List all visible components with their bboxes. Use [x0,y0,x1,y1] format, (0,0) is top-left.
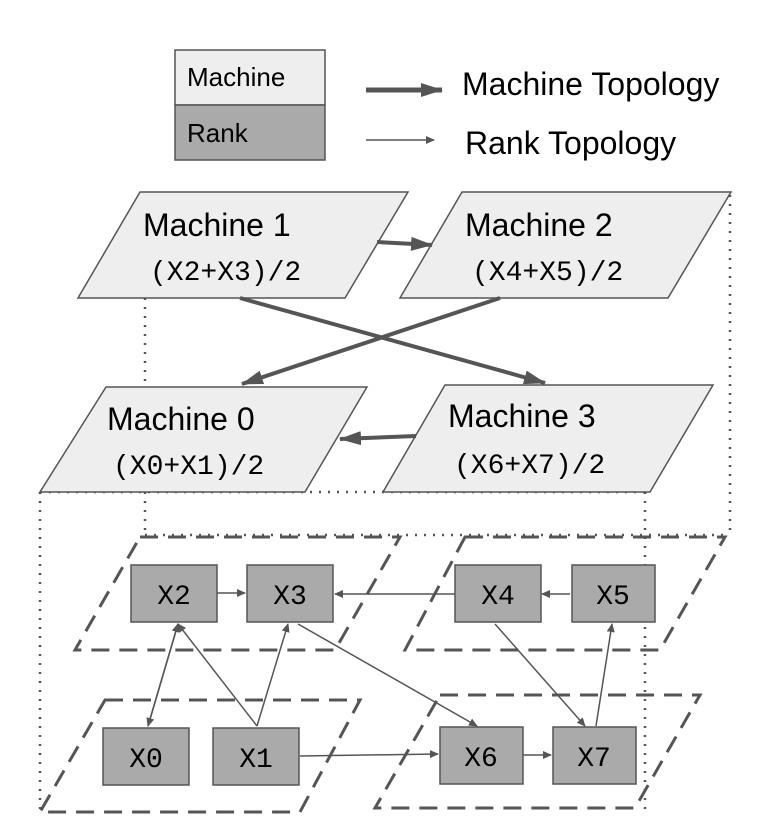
legend-machine-label: Machine [187,62,285,92]
machine-1-formula: (X2+X3)/2 [150,258,301,289]
rank-x1-label: X1 [239,745,273,776]
arrow-x3-to-x6 [297,623,478,727]
machine-2-shape [398,191,733,299]
machine-2: Machine 2 (X4+X5)/2 [398,191,733,299]
machine-1-title: Machine 1 [143,207,291,243]
arrow-machine-1-to-3 [239,296,546,385]
rank-x1: X1 [212,727,300,786]
rank-x7: X7 [552,726,637,785]
legend-rank-label: Rank [187,118,249,148]
machine-3-title: Machine 3 [448,398,596,434]
machine-0: Machine 0 (X0+X1)/2 [38,386,369,493]
rank-topology-arrows [146,589,615,759]
machine-0-shape [38,386,369,493]
rank-x3-label: X3 [273,582,307,613]
arrow-x0-to-x2 [147,623,180,727]
rank-x2: X2 [130,564,218,623]
rank-x5: X5 [571,564,656,623]
machine-3-formula: (X6+X7)/2 [454,451,605,482]
arrow-x1-to-x2 [177,623,258,727]
plane-machine-3 [372,693,703,810]
rank-x2-label: X2 [157,582,191,613]
rank-x5-label: X5 [596,582,630,613]
machine-3: Machine 3 (X6+X7)/2 [381,384,715,493]
plane-machine-2 [402,535,728,652]
arrow-x7-to-x5 [595,623,615,727]
machine-3-shape [381,384,715,493]
machine-2-formula: (X4+X5)/2 [472,258,623,289]
rank-boxes: X2 X3 X4 X5 X0 X1 X6 X7 [102,564,656,786]
rank-x4-label: X4 [481,582,515,613]
arrow-x1-to-x6 [299,750,439,759]
machine-topology-arrows [239,236,546,446]
arrow-machine-3-to-0 [339,431,417,446]
rank-x6: X6 [439,726,524,785]
rank-x0: X0 [102,727,190,786]
machine-0-formula: (X0+X1)/2 [113,452,264,483]
rank-planes [37,535,728,814]
arrow-x1-to-x3 [256,623,290,727]
rank-x4: X4 [454,564,542,623]
machine-1-shape [76,191,410,299]
rank-x0-label: X0 [129,745,163,776]
legend-machine-topology-label: Machine Topology [462,66,719,102]
arrow-x4-to-x7 [494,623,586,727]
legend: Machine Rank Machine Topology Rank Topol… [174,49,719,161]
plane-machine-0 [37,698,363,814]
rank-x7-label: X7 [577,744,611,775]
machine-2-title: Machine 2 [465,207,613,243]
rank-x3: X3 [246,564,334,623]
arrow-machine-2-to-0 [241,296,501,386]
legend-rank-swatch [174,104,326,161]
arrow-machine-1-to-2 [376,236,433,251]
machine-0-title: Machine 0 [107,401,255,437]
legend-machine-swatch [174,49,326,106]
rank-x6-label: X6 [464,744,498,775]
legend-rank-topology-label: Rank Topology [465,125,676,161]
machine-1: Machine 1 (X2+X3)/2 [76,191,410,299]
plane-machine-1 [72,535,403,652]
